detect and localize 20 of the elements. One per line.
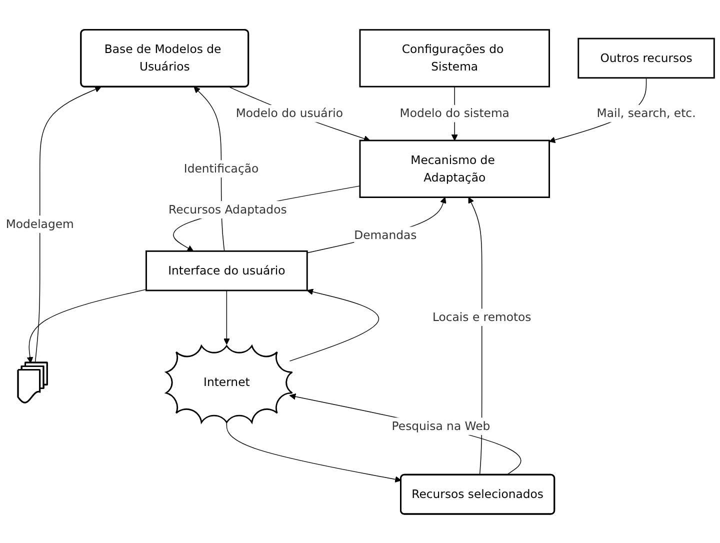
- edge-label: Modelo do usuário: [236, 106, 343, 120]
- edge-label: Modelagem: [6, 216, 74, 230]
- edge-label: Demandas: [354, 228, 417, 242]
- node-box: Mecanismo de Adaptação: [359, 139, 550, 198]
- arrow: [26, 288, 147, 363]
- edge-label: Locais e remotos: [432, 310, 532, 324]
- node-box: Interface do usuário: [146, 250, 308, 291]
- edge-label: Identificação: [184, 161, 259, 176]
- edge-label: Modelo do sistema: [400, 106, 510, 120]
- node-box: Configurações do Sistema: [359, 28, 550, 87]
- arrow: [289, 393, 522, 475]
- edge-label: Mail, search, etc.: [596, 106, 696, 120]
- node-box: Outros recursos: [578, 37, 715, 78]
- edge-label: Recursos Adaptados: [168, 202, 287, 216]
- arrow: [223, 290, 230, 344]
- arrow: [289, 288, 379, 362]
- edge-label: Pesquisa na Web: [392, 418, 490, 432]
- arrow: [306, 196, 446, 253]
- arrow: [34, 86, 102, 363]
- arrow: [228, 86, 370, 142]
